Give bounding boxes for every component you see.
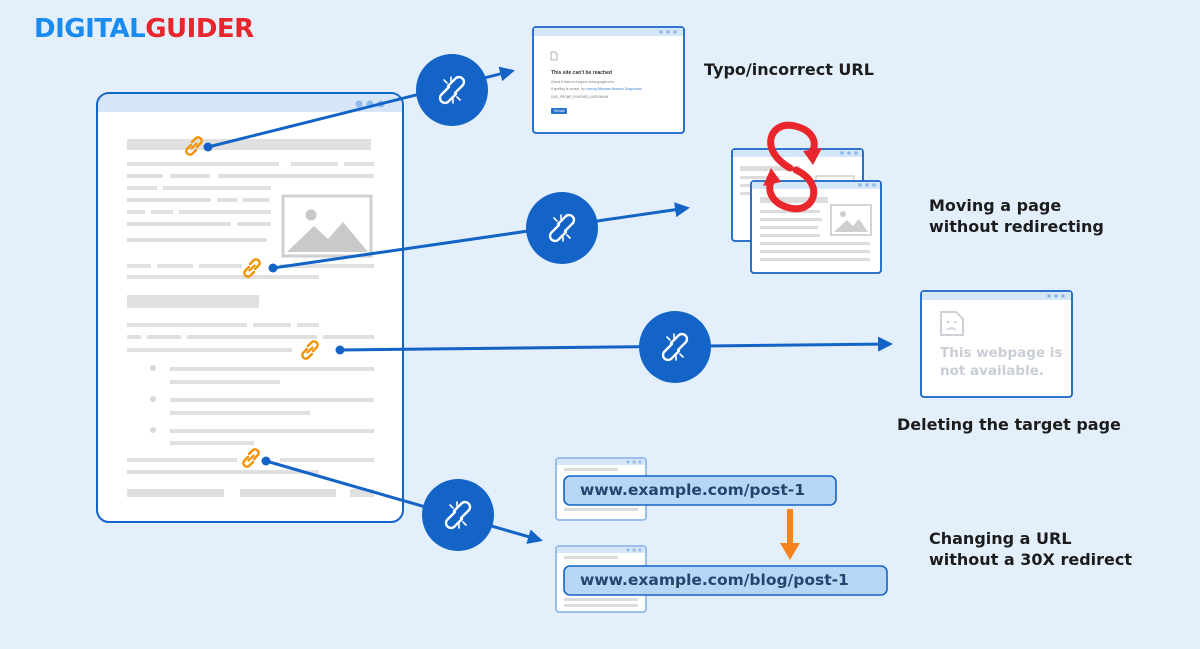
source-webpage <box>96 92 404 523</box>
new-url-box <box>563 565 888 596</box>
brand-part2: GUIDER <box>145 14 254 44</box>
redirect-loop-icon <box>763 121 822 213</box>
unavailable-message: This webpage is not available. <box>940 345 1063 379</box>
new-url-text: www.example.com/blog/post-1 <box>580 571 849 589</box>
unavailable-page-window <box>920 290 1073 398</box>
brand-part1: DIGITAL <box>34 14 146 44</box>
arrow-changing <box>265 459 543 544</box>
cause-label-deleting: Deleting the target page <box>897 415 1121 434</box>
window-dot-icon <box>355 100 363 108</box>
image-placeholder-icon <box>281 194 373 258</box>
error-page-code: DNS_PROBE_FINISHED_NXDOMAIN <box>551 95 609 99</box>
cause-label-changing: Changing a URL without a 30X redirect <box>929 529 1132 569</box>
url-change-windows <box>555 457 888 613</box>
reload-button[interactable]: Reload <box>551 108 568 114</box>
sad-page-icon <box>550 51 558 61</box>
broken-link-badge <box>416 54 488 126</box>
moved-page-windows <box>731 148 882 274</box>
broken-link-badge <box>639 311 711 383</box>
sad-page-icon <box>940 311 964 336</box>
brand-logo: DIGITALGUIDER <box>34 14 254 44</box>
error-page-line: If spelling is correct, try running Wind… <box>551 87 642 91</box>
down-arrow-icon <box>780 509 800 560</box>
broken-link-badge <box>422 479 494 551</box>
error-page-line: Check if there is a typo in www.google.c… <box>551 80 615 84</box>
broken-link-badge <box>526 192 598 264</box>
old-url-text: www.example.com/post-1 <box>580 481 806 499</box>
arrow-moving <box>272 202 690 270</box>
image-placeholder-icon <box>830 204 872 236</box>
error-page-title: This site can't be reached <box>551 70 612 76</box>
old-url-box <box>563 475 837 506</box>
arrow-deleting <box>339 336 893 352</box>
error-page-window <box>532 26 685 134</box>
cause-label-moving: Moving a page without redirecting <box>929 196 1104 236</box>
diagnostics-link[interactable]: running Windows Network Diagnostics <box>585 87 642 91</box>
cause-label-typo: Typo/incorrect URL <box>704 60 874 79</box>
